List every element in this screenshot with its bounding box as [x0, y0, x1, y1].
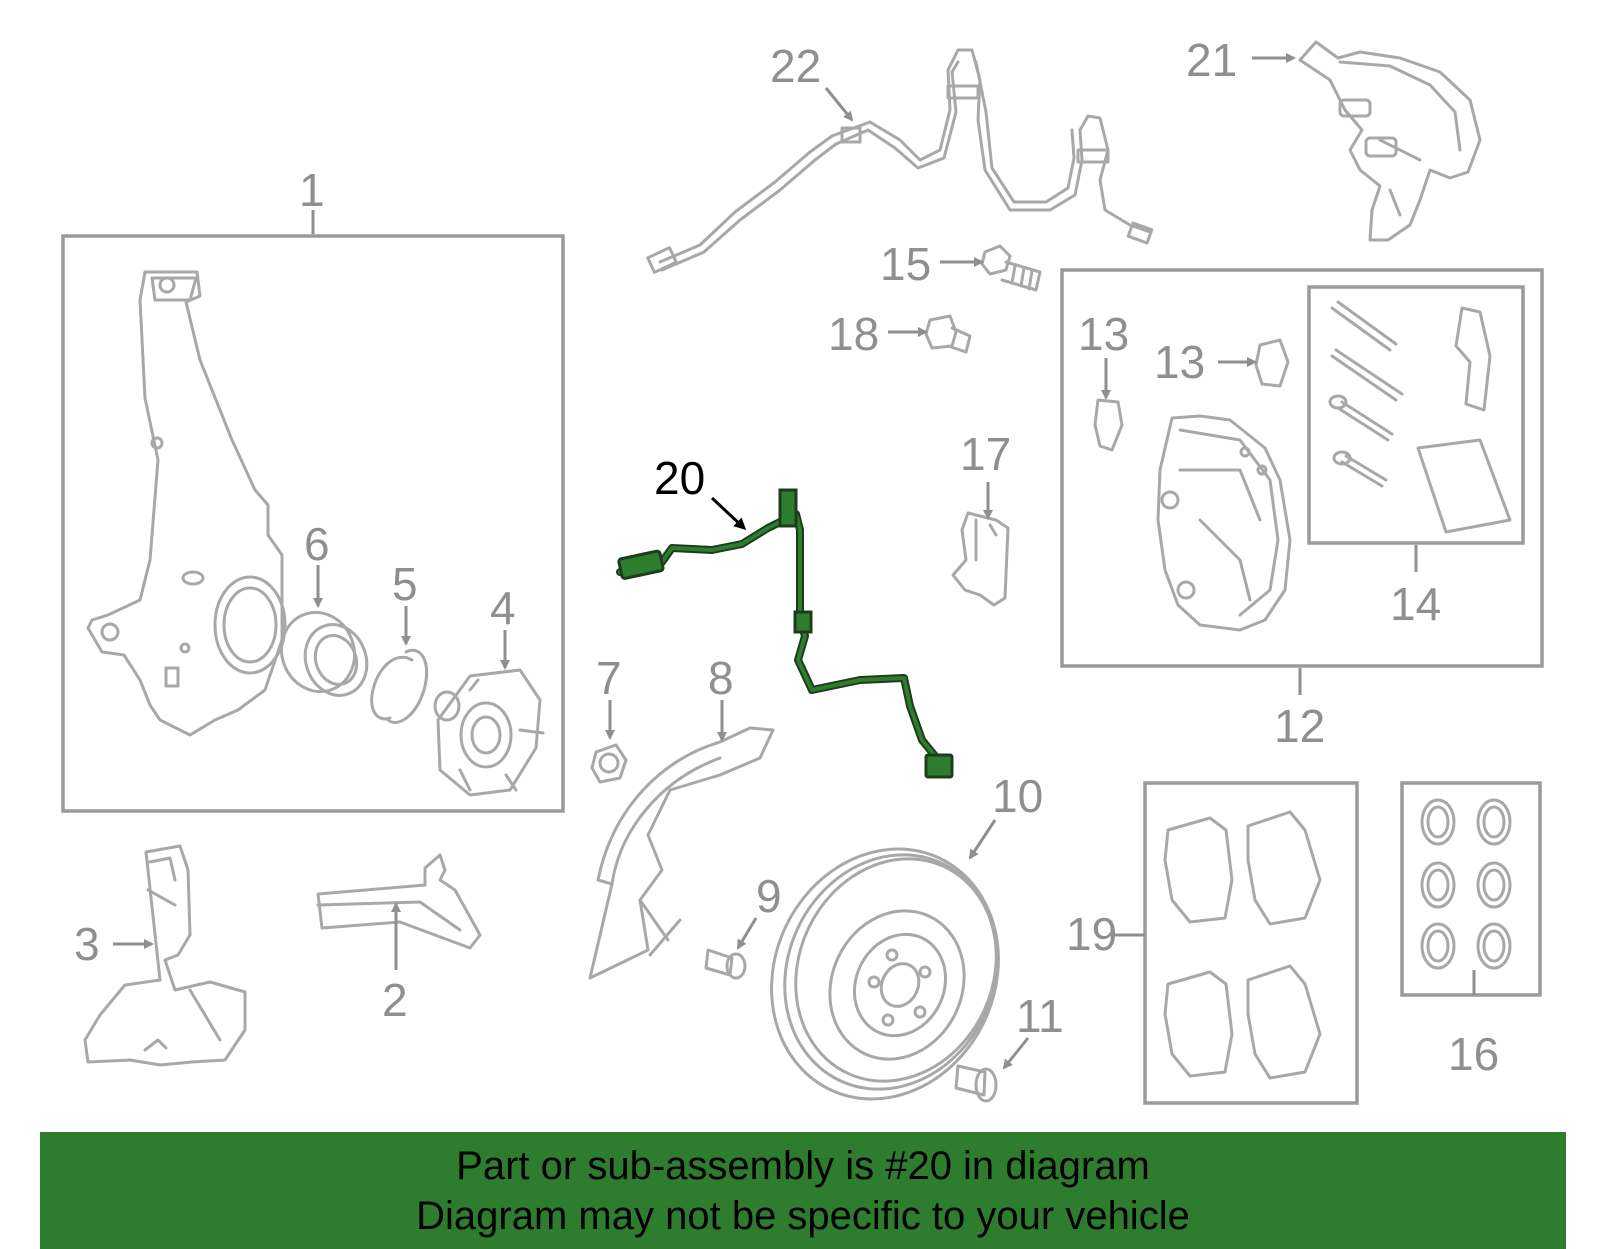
part-13-bleeder-left	[1093, 398, 1124, 452]
part-16-seals	[1420, 798, 1512, 970]
callout-7: 7	[596, 652, 622, 704]
part-21-sensor-bracket	[1298, 40, 1482, 242]
box-14	[1307, 285, 1525, 545]
banner-background	[40, 1132, 1566, 1249]
part-7-nut	[590, 743, 628, 784]
callout-2: 2	[382, 974, 408, 1026]
callout-12: 12	[1274, 700, 1325, 752]
leader-lines	[113, 53, 1476, 1070]
callout-13-left: 13	[1078, 308, 1129, 360]
callout-15: 15	[880, 238, 931, 290]
part-snap-ring	[370, 648, 429, 724]
part-12-brake-caliper	[1156, 414, 1292, 632]
box-1	[61, 234, 565, 813]
part-18-bolt	[924, 314, 972, 354]
part-8-splash-shield	[588, 726, 775, 980]
callout-14: 14	[1390, 578, 1441, 630]
part-14-hardware-kit	[1328, 300, 1512, 534]
part-steering-knuckle	[86, 270, 287, 737]
callout-3: 3	[74, 918, 100, 970]
callout-21: 21	[1186, 34, 1237, 86]
part-22-wire-harness	[646, 48, 1154, 274]
part-9-bolt	[704, 948, 747, 980]
part-3-bracket	[83, 844, 247, 1067]
callout-9: 9	[756, 870, 782, 922]
part-15-bolt	[980, 244, 1042, 292]
banner-line-1: Part or sub-assembly is #20 in diagram	[456, 1143, 1150, 1188]
callout-20: 20	[654, 452, 705, 504]
part-wheel-hub	[433, 668, 545, 797]
banner-line-2: Diagram may not be specific to your vehi…	[416, 1193, 1190, 1238]
callout-6: 6	[304, 518, 330, 570]
callout-19: 19	[1066, 908, 1117, 960]
callout-11: 11	[1016, 990, 1064, 1042]
part-2-bracket	[316, 853, 482, 950]
part-20-abs-sensor-wire-highlighted	[616, 488, 954, 779]
callout-13-right: 13	[1154, 336, 1205, 388]
box-19	[1143, 781, 1359, 1105]
callout-10: 10	[992, 770, 1043, 822]
callout-16: 16	[1448, 1028, 1499, 1080]
callout-labels: 1 2 3 4 5 6 7 8 9 10 11 12 13 13 14 15 1…	[74, 34, 1499, 1080]
part-wheel-bearing	[280, 610, 369, 697]
info-banner: Part or sub-assembly is #20 in diagram D…	[40, 1132, 1566, 1249]
part-19-brake-pads	[1163, 810, 1322, 1080]
callout-4: 4	[490, 582, 516, 634]
callout-1: 1	[299, 164, 325, 216]
part-17-shim	[951, 511, 1010, 607]
part-11-bolt	[954, 1064, 998, 1103]
callout-5: 5	[392, 558, 418, 610]
callout-18: 18	[828, 308, 879, 360]
callout-8: 8	[708, 652, 734, 704]
part-10-brake-rotor	[770, 847, 1000, 1101]
callout-17: 17	[960, 428, 1011, 480]
callout-22: 22	[770, 40, 821, 92]
